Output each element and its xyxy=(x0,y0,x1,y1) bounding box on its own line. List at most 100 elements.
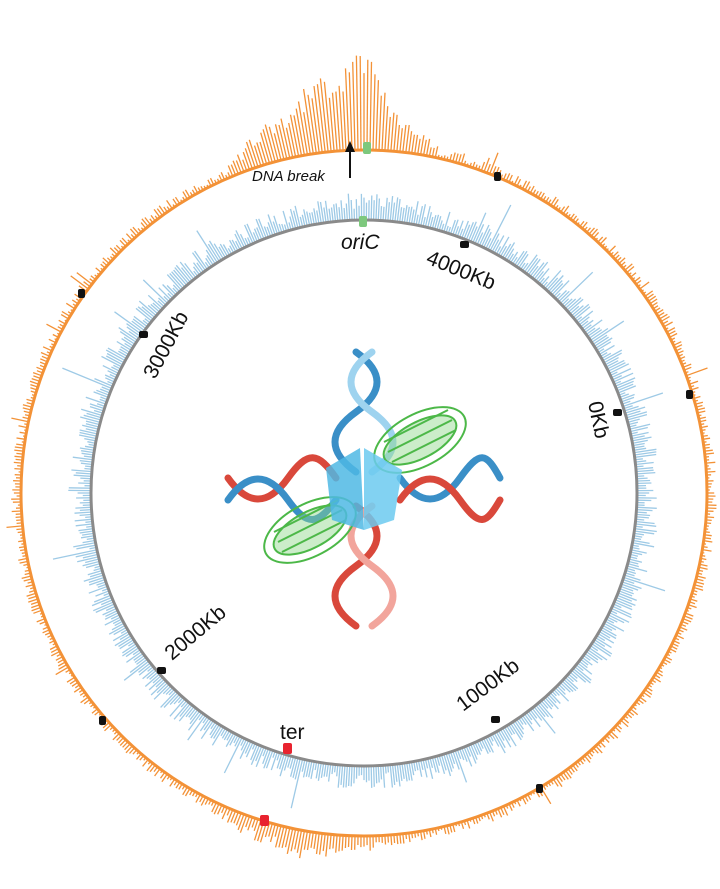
inner-coverage-track xyxy=(52,193,666,809)
coverage-bar xyxy=(436,216,442,230)
coverage-bar xyxy=(522,715,535,732)
coverage-bar xyxy=(338,207,341,221)
coverage-bar xyxy=(273,133,282,161)
coverage-bar xyxy=(557,290,567,300)
coverage-bar xyxy=(121,338,134,347)
coverage-bar xyxy=(417,138,421,155)
coverage-bar xyxy=(636,461,654,466)
dna-break-label: DNA break xyxy=(252,168,326,185)
coverage-bar xyxy=(514,721,525,735)
coverage-bar xyxy=(245,141,256,168)
coverage-bar xyxy=(586,327,596,335)
coverage-bar xyxy=(320,763,325,778)
coverage-bar xyxy=(211,727,224,746)
coverage-bar xyxy=(612,608,632,619)
coverage-bar xyxy=(235,240,241,250)
coverage-bar xyxy=(637,513,651,517)
coverage-bar xyxy=(55,666,69,676)
coverage-bar xyxy=(256,142,265,166)
coverage-bar xyxy=(384,835,387,845)
coverage-bar xyxy=(162,686,171,695)
coverage-bar xyxy=(370,766,373,788)
coverage-bar xyxy=(314,762,318,771)
dna-protein-illustration xyxy=(224,348,504,630)
coverage-bar xyxy=(158,287,171,300)
coverage-bar xyxy=(65,302,76,310)
coverage-bar xyxy=(539,702,554,719)
coverage-bar xyxy=(229,239,236,252)
coverage-bar xyxy=(635,528,657,533)
coverage-bar xyxy=(141,306,155,318)
coverage-bar xyxy=(452,751,460,770)
coverage-bar xyxy=(452,219,459,235)
coverage-bar xyxy=(193,270,198,276)
coverage-bar xyxy=(702,548,712,552)
coverage-bar xyxy=(586,651,599,661)
coverage-bar xyxy=(465,746,472,757)
coverage-bar xyxy=(152,302,161,311)
coverage-bar xyxy=(599,344,615,355)
coverage-bar xyxy=(114,311,143,333)
coverage-bar xyxy=(146,670,157,679)
coverage-bar xyxy=(632,436,652,442)
dna-break-arrow xyxy=(345,141,355,178)
coverage-bar xyxy=(524,714,533,725)
coverage-bar xyxy=(633,439,648,444)
coverage-bar xyxy=(639,281,650,290)
coverage-bar xyxy=(583,655,591,661)
coverage-bar xyxy=(245,743,254,758)
coverage-bar xyxy=(380,766,383,780)
coverage-bar xyxy=(427,759,434,779)
coverage-bar xyxy=(573,303,590,318)
coverage-bar xyxy=(208,240,222,260)
coverage-bar xyxy=(608,614,625,624)
coverage-bar xyxy=(244,148,253,169)
coverage-bar xyxy=(163,692,178,708)
coverage-bar xyxy=(604,352,622,363)
coverage-bar xyxy=(543,699,553,710)
coverage-bar xyxy=(577,310,594,323)
coverage-bar xyxy=(119,633,130,641)
coverage-bar xyxy=(84,467,92,470)
coverage-bar xyxy=(61,310,71,317)
coverage-bar xyxy=(269,824,276,843)
coverage-bar xyxy=(553,689,560,696)
coverage-bar xyxy=(178,705,193,722)
coverage-bar xyxy=(196,262,204,272)
coverage-bar xyxy=(590,228,598,237)
coverage-bar xyxy=(347,766,351,787)
coverage-bar xyxy=(359,55,362,151)
coverage-bar xyxy=(330,207,334,221)
coverage-bar xyxy=(477,232,484,244)
coverage-bar xyxy=(595,745,603,754)
coverage-bar xyxy=(353,766,356,784)
coverage-bar xyxy=(615,599,633,608)
coverage-bar xyxy=(244,742,251,754)
coverage-bar xyxy=(88,443,95,447)
coverage-bar xyxy=(635,458,643,461)
coverage-bar xyxy=(236,154,245,172)
coverage-bar xyxy=(350,835,353,851)
coverage-bar xyxy=(413,762,417,772)
coverage-bar xyxy=(593,334,608,345)
coverage-bar xyxy=(632,544,639,548)
coverage-bar xyxy=(75,472,91,475)
coverage-bar xyxy=(623,392,664,407)
coverage-bar xyxy=(491,166,497,176)
coverage-bar xyxy=(553,280,570,297)
coverage-bar xyxy=(82,539,95,544)
coverage-bar xyxy=(298,830,306,859)
coverage-bar xyxy=(155,679,165,688)
coverage-bar xyxy=(534,261,549,280)
coverage-bar xyxy=(622,396,635,403)
coverage-bar xyxy=(274,124,285,160)
coverage-bar xyxy=(560,271,594,304)
coverage-bar xyxy=(118,350,128,357)
coverage-bar xyxy=(594,639,606,647)
coverage-bar xyxy=(191,252,206,271)
coverage-bar xyxy=(393,114,398,152)
coverage-bar xyxy=(187,715,206,741)
coverage-bar xyxy=(590,327,609,341)
marker-0kb xyxy=(613,409,622,416)
coverage-bar xyxy=(508,253,514,261)
